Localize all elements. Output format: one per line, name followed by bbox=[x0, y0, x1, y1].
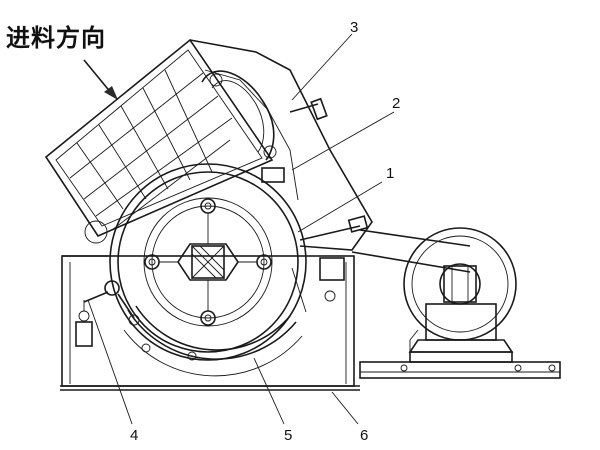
feed-direction-arrow bbox=[83, 59, 118, 100]
callout-1: 1 bbox=[386, 165, 394, 182]
grinding-arc bbox=[123, 257, 345, 377]
base-frame bbox=[60, 255, 360, 391]
leader-lines bbox=[87, 33, 395, 425]
rotor bbox=[109, 163, 307, 361]
callout-2: 2 bbox=[392, 95, 400, 112]
callout-3: 3 bbox=[350, 19, 358, 36]
callout-numbers: 3 2 1 4 5 6 bbox=[130, 19, 400, 444]
callout-6: 6 bbox=[360, 427, 368, 444]
feed-hopper bbox=[44, 38, 274, 244]
swing-arm bbox=[83, 280, 140, 326]
upper-casing bbox=[189, 39, 471, 273]
motor bbox=[359, 227, 561, 379]
callout-5: 5 bbox=[284, 427, 292, 444]
callout-4: 4 bbox=[130, 427, 138, 444]
feed-direction-label: 进料方向 bbox=[6, 24, 106, 52]
